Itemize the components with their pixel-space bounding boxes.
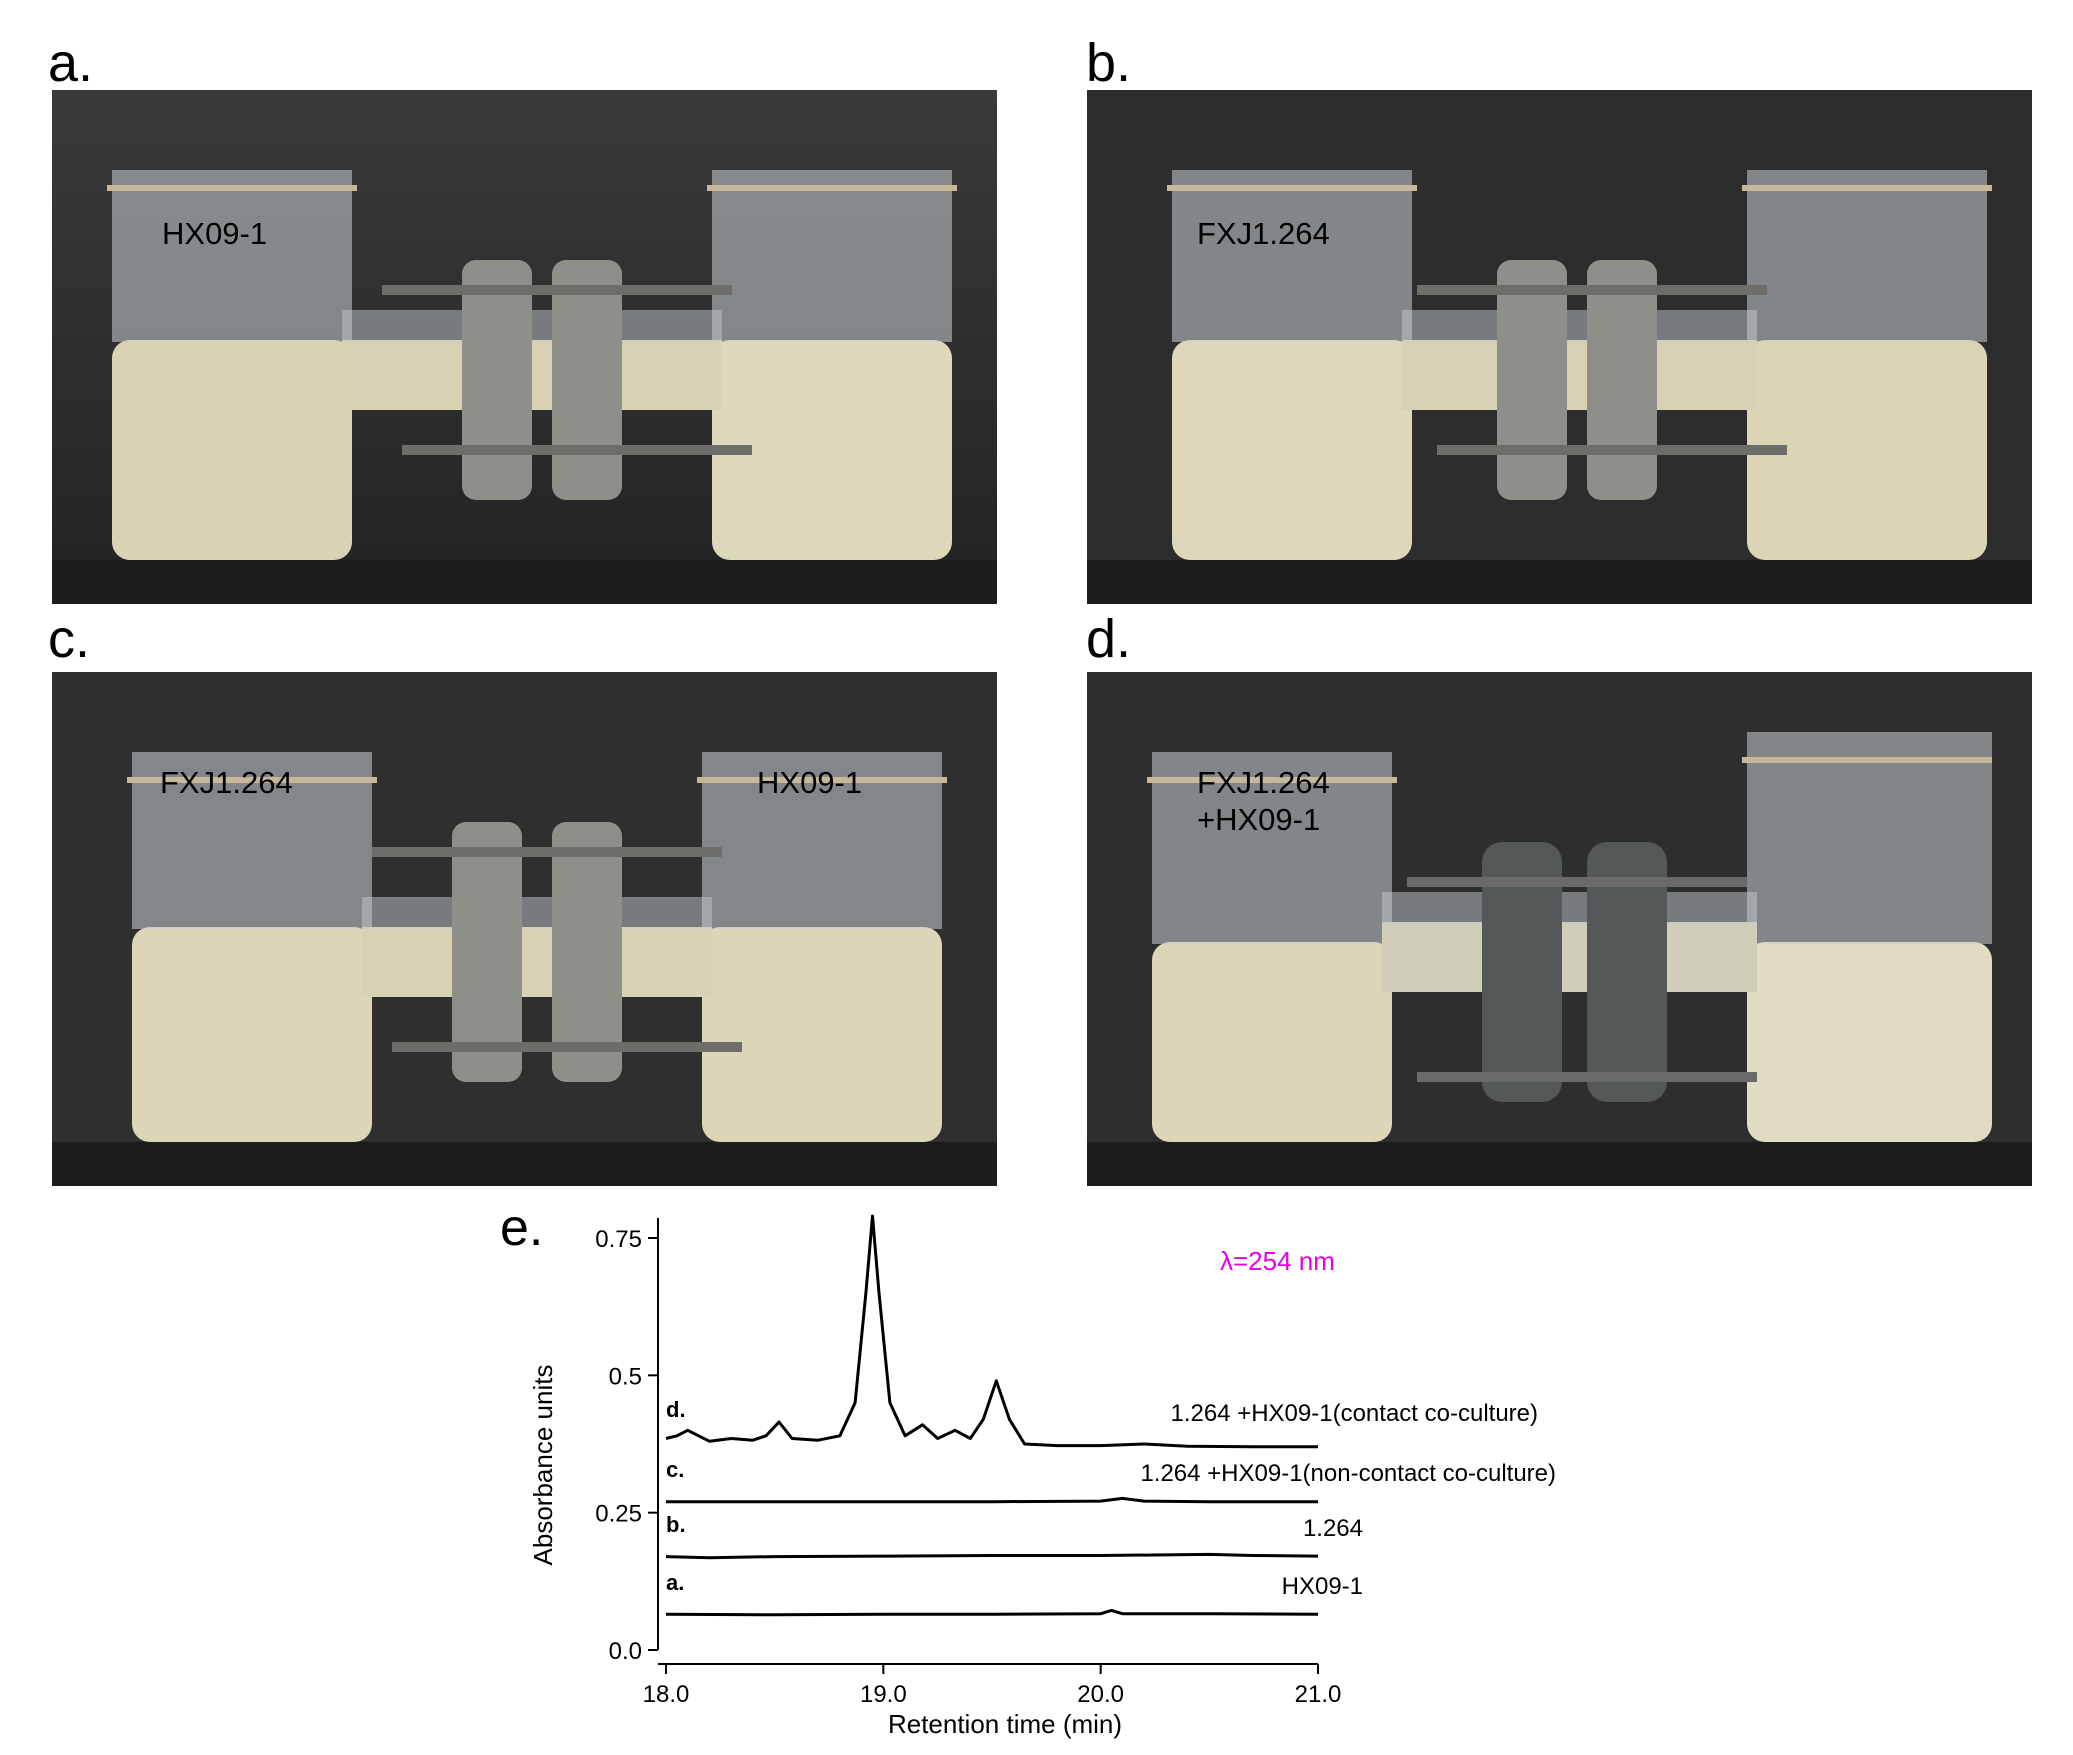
photo-panel-d: FXJ1.264 +HX09-1 — [1087, 672, 2032, 1186]
trace-line-3 — [666, 1496, 1318, 1504]
vessel-label-right: HX09-1 — [757, 765, 863, 800]
culture-vessel-illustration — [52, 90, 997, 604]
wavelength-label: λ=254 nm — [1220, 1246, 1335, 1276]
chromatogram-panel: e. λ=254 nm Absorbance units Retention t… — [500, 1190, 1620, 1750]
y-axis-label: Absorbance units — [528, 1365, 558, 1566]
trace-name-label: 1.264 — [1303, 1515, 1363, 1542]
culture-vessel-illustration — [52, 672, 997, 1186]
photo-panel-a: HX09-1 — [52, 90, 997, 604]
trace-letter: c. — [666, 1457, 684, 1482]
x-tick-label: 20.0 — [1077, 1681, 1124, 1708]
vessel-label-left: FXJ1.264 — [1197, 216, 1330, 251]
x-tick-label: 19.0 — [860, 1681, 907, 1708]
culture-vessel-illustration — [1087, 672, 2032, 1186]
panel-letter-c: c. — [48, 609, 91, 669]
x-axis-label: Retention time (min) — [888, 1709, 1122, 1739]
trace-name-label: HX09-1 — [1282, 1573, 1363, 1600]
chromatogram-chart: e. λ=254 nm Absorbance units Retention t… — [500, 1199, 1556, 1739]
trace-line-4 — [665, 1214, 1318, 1449]
trace-name-label: 1.264 +HX09-1(non-contact co-culture) — [1140, 1460, 1556, 1487]
trace-letter: a. — [666, 1570, 684, 1595]
panel-letter-e: e. — [500, 1199, 543, 1257]
culture-vessel-illustration — [1087, 90, 2032, 604]
trace-letter: b. — [666, 1512, 686, 1537]
photo-panel-b: FXJ1.264 — [1087, 90, 2032, 604]
photo-panel-c: FXJ1.264 HX09-1 — [52, 672, 997, 1186]
vessel-label-left: FXJ1.264 — [160, 765, 293, 800]
y-tick-label: 0.75 — [595, 1226, 642, 1253]
panel-letter-a: a. — [48, 33, 94, 93]
panel-letter-b: b. — [1086, 33, 1132, 93]
panel-letter-d: d. — [1086, 609, 1132, 669]
y-tick-label: 0.5 — [609, 1363, 642, 1390]
trace-line-2 — [665, 1552, 1319, 1560]
trace-line-1 — [665, 1608, 1319, 1617]
y-tick-label: 0.25 — [595, 1501, 642, 1528]
x-tick-label: 21.0 — [1295, 1681, 1342, 1708]
vessel-label-left: HX09-1 — [162, 216, 268, 251]
y-tick-label: 0.0 — [609, 1638, 642, 1665]
x-tick-label: 18.0 — [643, 1681, 690, 1708]
trace-name-label: 1.264 +HX09-1(contact co-culture) — [1170, 1400, 1538, 1427]
trace-letter: d. — [666, 1397, 686, 1422]
vessel-label-left: FXJ1.264 +HX09-1 — [1197, 765, 1330, 838]
